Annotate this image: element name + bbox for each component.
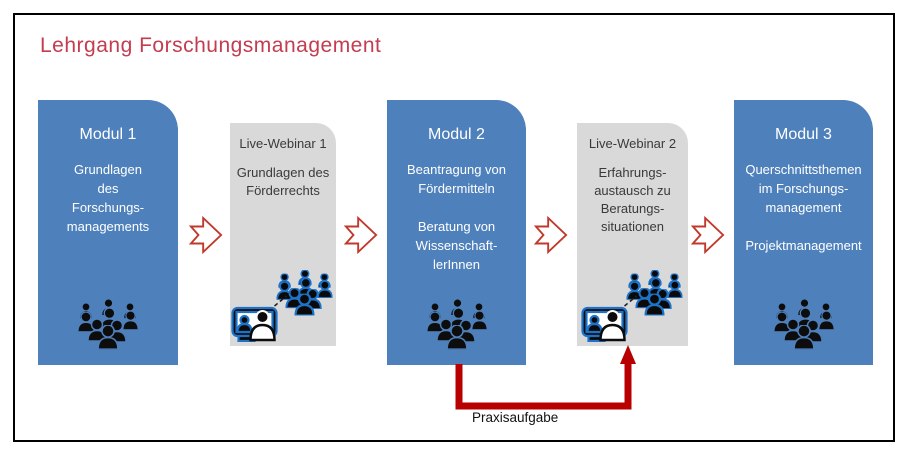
page-title: Lehrgang Forschungsmanagement [40, 34, 382, 57]
webinar-1-body: Grundlagen des Förderrechts [236, 165, 330, 198]
flow-arrow-icon [534, 217, 568, 253]
module-2-body: Beantragung von Fördermitteln Beratung v… [406, 162, 507, 272]
module-3-body: Querschnittsthemen im Forschungs- manage… [745, 162, 862, 253]
flow-arrow-icon [691, 217, 725, 253]
module-2-title: Modul 2 [428, 126, 485, 143]
flow-arrow-icon [344, 217, 378, 253]
module-1-body: Grundlagen des Forschungs- managements [66, 162, 150, 234]
webinar-2-title: Live-Webinar 2 [588, 136, 677, 151]
module-1-title: Modul 1 [79, 126, 137, 143]
module-3-box: Modul 3 Querschnittsthemen im Forschungs… [734, 100, 873, 365]
module-3-title: Modul 3 [775, 126, 832, 143]
crowd-icon [772, 299, 836, 353]
module-2-box: Modul 2 Beantragung von Fördermitteln Be… [387, 100, 526, 365]
module-1-box: Modul 1 Grundlagen des Forschungs- manag… [38, 100, 178, 365]
webinar-2-box: Live-Webinar 2 Erfahrungs- austausch zu … [577, 123, 688, 346]
flow-arrow-icon [189, 217, 223, 253]
connector-label: Praxisaufgabe [472, 410, 559, 425]
crowd-icon [425, 299, 489, 353]
webinar-2-body: Erfahrungs- austausch zu Beratungs- situ… [594, 165, 671, 234]
webinar-monitor-icon [580, 270, 685, 342]
webinar-1-title: Live-Webinar 1 [239, 136, 327, 151]
crowd-icon [76, 299, 140, 353]
webinar-monitor-icon [231, 270, 336, 342]
webinar-1-box: Live-Webinar 1 Grundlagen des Förderrech… [230, 123, 336, 346]
